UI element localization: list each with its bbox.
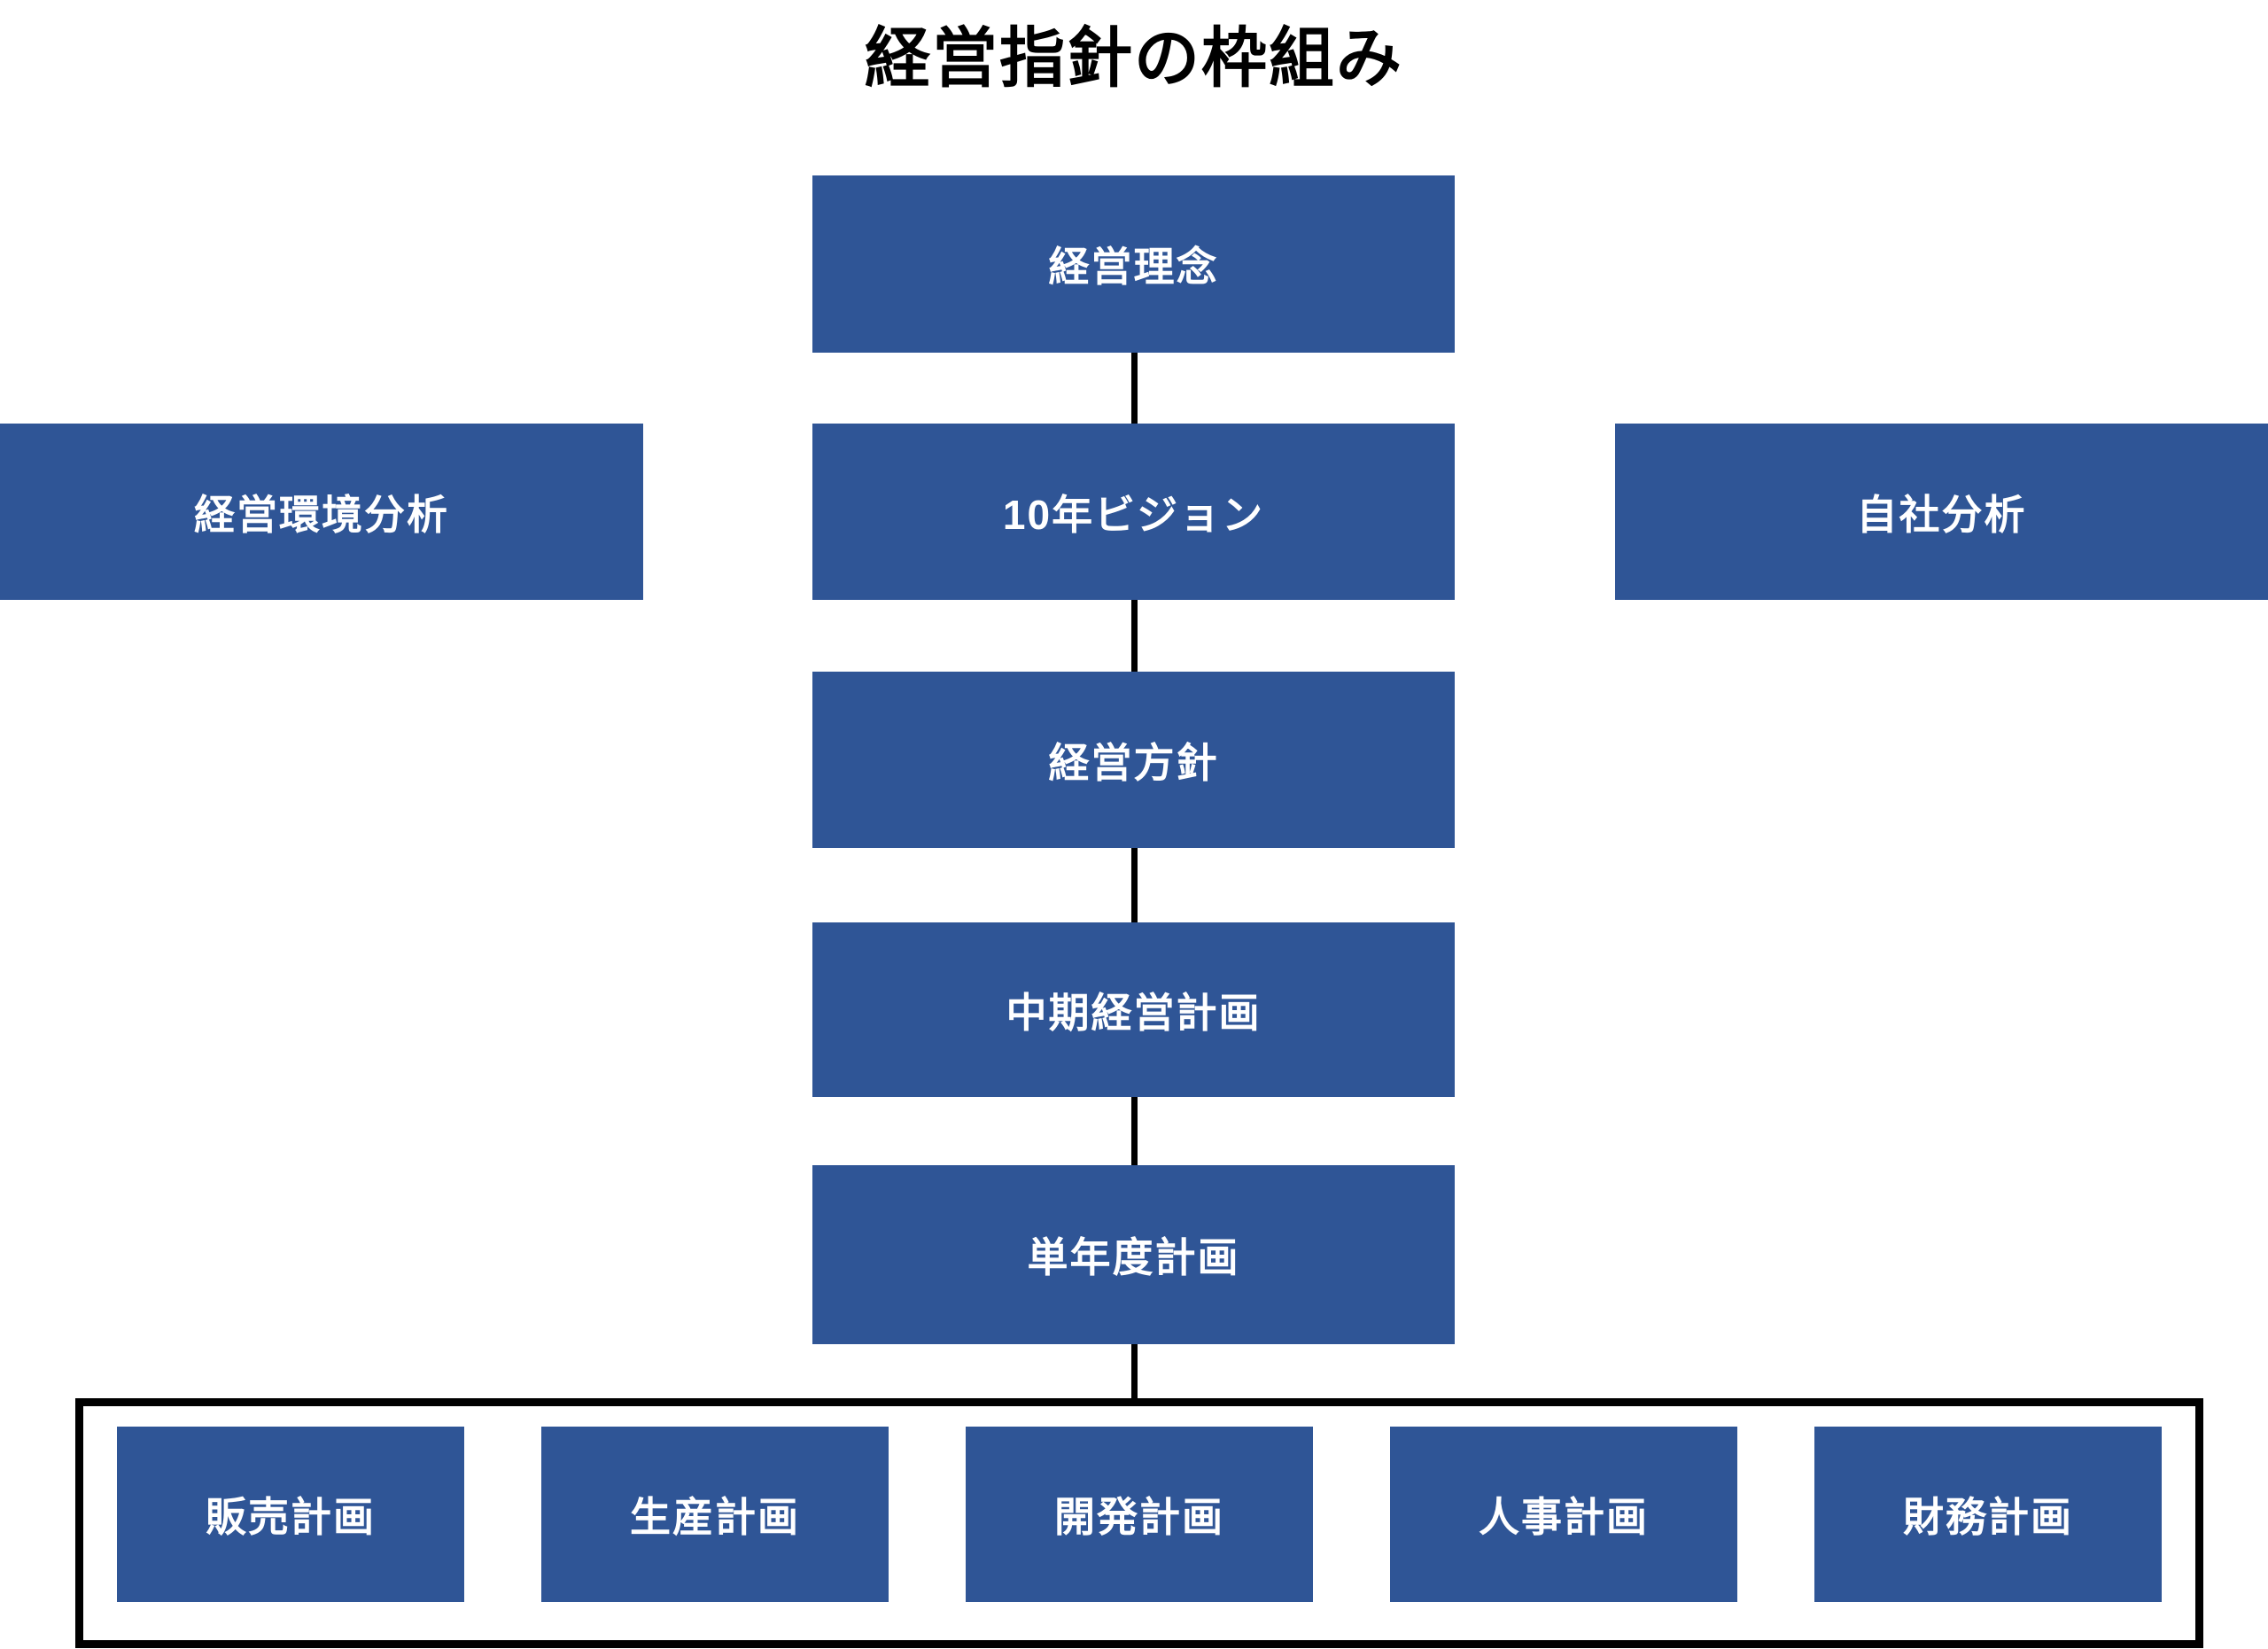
flow-box-management-philosophy: 経営理念: [812, 175, 1455, 353]
connector-line: [1131, 600, 1138, 672]
plan-box-development: 開発計画: [966, 1427, 1313, 1602]
plan-box-finance: 財務計画: [1814, 1427, 2162, 1602]
connector-line: [1131, 1344, 1138, 1401]
side-box-environment-analysis: 経営環境分析: [0, 424, 643, 600]
page-title: 経営指針の枠組み: [865, 21, 1403, 95]
connector-line: [1131, 1097, 1138, 1165]
side-box-company-analysis: 自社分析: [1615, 424, 2268, 600]
connector-line: [1131, 353, 1138, 424]
plan-box-hr: 人事計画: [1390, 1427, 1737, 1602]
flow-box-single-year-plan: 単年度計画: [812, 1165, 1455, 1344]
flow-box-management-policy: 経営方針: [812, 672, 1455, 848]
flow-box-midterm-plan: 中期経営計画: [812, 922, 1455, 1097]
connector-line: [1131, 848, 1138, 922]
flow-box-10year-vision: 10年ビジョン: [812, 424, 1455, 600]
plan-box-production: 生産計画: [541, 1427, 889, 1602]
plan-box-sales: 販売計画: [117, 1427, 464, 1602]
bottom-plans-frame: 販売計画 生産計画 開発計画 人事計画 財務計画: [75, 1398, 2203, 1648]
